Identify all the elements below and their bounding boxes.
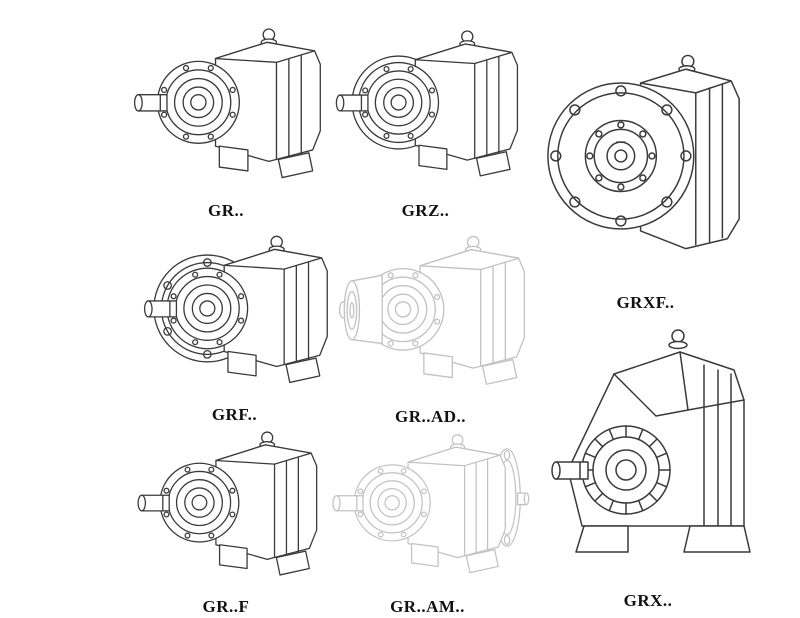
figure-gr-ad: GR..AD.. — [328, 226, 533, 428]
model-label-gr-f: GR..F — [202, 597, 250, 616]
figure-grx: GRX.. — [538, 316, 758, 612]
model-label-grxf: GRXF.. — [616, 293, 675, 312]
figure-grz: GRZ.. — [328, 18, 523, 222]
gearbox-drawing-grxf — [538, 16, 753, 292]
gearbox-drawing-gr-ad — [328, 226, 533, 406]
model-label-gr-am: GR..AM.. — [390, 597, 465, 616]
gearbox-drawing-gr — [126, 18, 326, 200]
model-label-grz: GRZ.. — [401, 201, 450, 220]
gearbox-drawing-grz — [328, 18, 523, 200]
gearbox-drawing-gr-am — [325, 422, 530, 596]
catalog-canvas: GR.. GRZ.. GRXF.. GRF.. GR..AD.. GR..F G… — [126, 16, 753, 616]
gearbox-drawing-grf — [132, 226, 337, 404]
figure-grxf: GRXF.. — [538, 16, 753, 314]
figure-gr: GR.. — [126, 18, 326, 222]
model-label-gr: GR.. — [208, 201, 244, 220]
model-label-grf: GRF.. — [211, 405, 258, 424]
figure-grf: GRF.. — [132, 226, 337, 426]
gearbox-drawing-grx — [538, 316, 758, 590]
figure-gr-f: GR..F — [126, 422, 326, 618]
model-label-grx: GRX.. — [623, 591, 673, 610]
gearbox-drawing-gr-f — [126, 422, 326, 596]
model-label-gr-ad: GR..AD.. — [394, 407, 467, 426]
figure-gr-am: GR..AM.. — [325, 422, 530, 618]
